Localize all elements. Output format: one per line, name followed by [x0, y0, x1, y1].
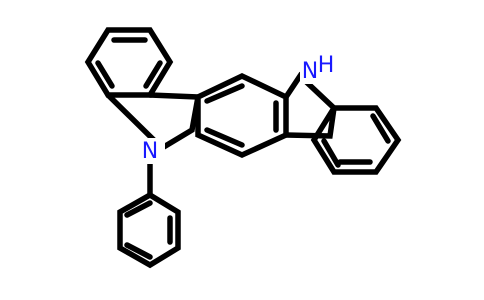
nh-label-bg — [300, 58, 336, 84]
n-phenyl-atom-label: N — [142, 139, 158, 164]
right-pyrrole-ring — [283, 71, 337, 139]
right-benzene-inner-bond-3 — [321, 138, 341, 168]
phenyl-inner-bond-3 — [124, 200, 153, 218]
phenyl-inner-bond-2 — [124, 242, 153, 260]
right-benzene-inner-bond-2 — [370, 113, 391, 144]
nh-h-atom-label: H — [318, 53, 335, 78]
atom-labels: N N H — [135, 53, 336, 164]
left-benzene-inner-bond-3 — [143, 60, 163, 89]
left-benzene-inner-bond-2 — [95, 60, 115, 89]
central-inner-bond-1 — [204, 83, 245, 104]
phenyl-ring — [117, 191, 181, 269]
central-inner-bond-3 — [204, 127, 245, 148]
right-benzene-ring — [310, 105, 402, 175]
nh-n-atom-label: N — [302, 59, 318, 84]
left-pyrrole-ring — [105, 92, 202, 152]
bonds — [84, 27, 402, 269]
nph-label-bg — [135, 138, 165, 164]
